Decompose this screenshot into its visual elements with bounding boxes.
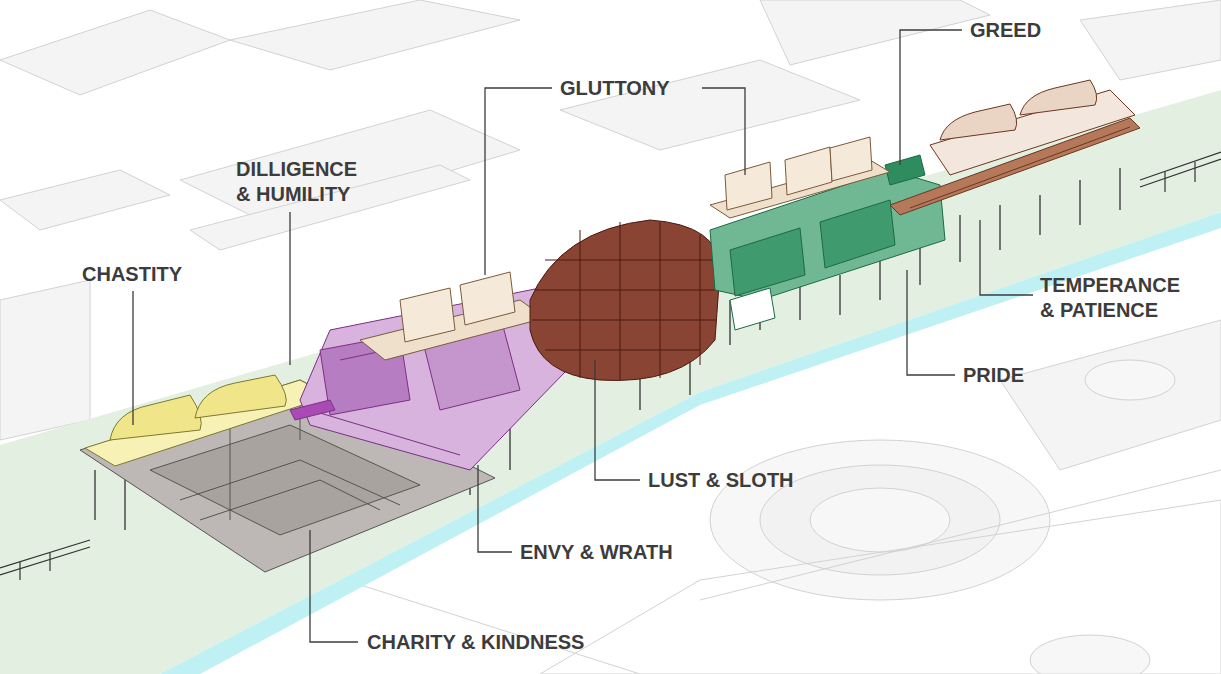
illustration-shape [595,360,640,480]
illustration-shape [879,260,880,300]
illustration-shape [195,375,286,418]
illustration-shape [702,88,745,175]
gluttony-left [360,272,545,360]
illustration-shape [660,222,661,378]
illustration-shape [830,137,872,181]
illustration-shape [1164,172,1165,192]
illustration-shape [485,88,552,275]
green-ground [0,90,1221,674]
illustration-shape [839,275,840,315]
illustration-shape [760,0,990,65]
illustration-shape [1119,168,1120,210]
callout-label: DILLIGENCE & HUMILITY [236,157,372,207]
illustration-shape [545,260,715,261]
illustration-shape [730,288,775,330]
illustration-shape [124,475,125,530]
illustration-shape [400,288,455,342]
lust-sloth-mesh [530,220,720,381]
callout-label: PRIDE [963,363,1024,388]
illustration-shape [885,155,925,185]
illustration-shape [0,170,170,230]
illustration-shape [85,380,330,466]
illustration-shape [545,350,700,351]
illustration-shape [460,272,515,325]
illustration-shape [540,500,1221,674]
illustration-shape [760,465,1000,575]
illustration-shape [310,410,460,455]
illustration-shape [478,465,512,552]
illustration-shape [907,270,955,375]
callout-label: LUST & SLOTH [648,468,794,493]
callout-label: ENVY & WRATH [520,540,673,565]
envy-wrath-block [290,288,565,470]
illustration-shape [560,60,860,150]
callout-label: TEMPERANCE & PATIENCE [1040,273,1190,323]
illustration-shape [1085,360,1175,400]
illustration-shape [580,230,581,378]
illustration-shape [729,300,730,345]
callout-label: GLUTTONY [560,76,670,101]
illustration-shape [230,0,520,70]
illustration-shape [1039,195,1040,235]
illustration-shape [820,200,895,268]
callout-label: GREED [970,18,1041,43]
illustration-shape [1000,320,1221,470]
chastity-roof [85,375,330,466]
ground-band [0,90,1221,674]
illustration-shape [1020,80,1097,115]
illustration-shape [49,553,50,571]
illustration-shape [535,290,718,291]
illustration-shape [0,280,90,440]
illustration-shape [1030,635,1150,674]
illustration-shape [310,530,358,642]
illustration-shape [230,420,231,520]
leader-lines [133,30,1033,642]
illustration-shape [710,440,1050,600]
rail [0,152,1221,580]
illustration-shape [532,320,716,321]
illustration-shape [530,220,720,381]
illustration-shape [0,10,230,95]
illustration-shape [180,460,400,505]
illustration-shape [959,215,960,262]
illustration-shape [290,400,335,420]
illustration-shape [999,205,1000,250]
illustration-shape [1194,162,1195,182]
illustration-shape [19,562,20,580]
illustration-shape [289,212,290,365]
illustration-shape [0,547,90,575]
greed-temperance-block [890,80,1140,215]
illustration-shape [1140,159,1221,187]
illustration-shape [940,104,1017,140]
illustration-shape [620,222,621,380]
illustration-shape [910,127,1130,208]
illustration-shape [700,235,701,365]
illustration-shape [132,291,133,425]
illustration-shape [725,162,772,210]
illustration-shape [300,288,565,470]
illustration-shape [94,470,95,520]
illustration-shape [900,30,962,165]
illustration-shape [200,480,380,520]
illustration-shape [1080,0,1221,80]
illustration-shape [0,540,90,568]
gluttony-right [710,137,890,218]
illustration-shape [980,220,1033,295]
illustration-shape [730,228,805,296]
illustration-shape [1079,180,1080,225]
illustration-shape [110,395,201,440]
callout-label: CHARITY & KINDNESS [367,630,584,655]
illustration-shape [785,147,832,195]
illustration-shape [689,360,690,395]
callout-label: CHASTITY [82,262,182,287]
illustration-shape [1140,152,1221,180]
